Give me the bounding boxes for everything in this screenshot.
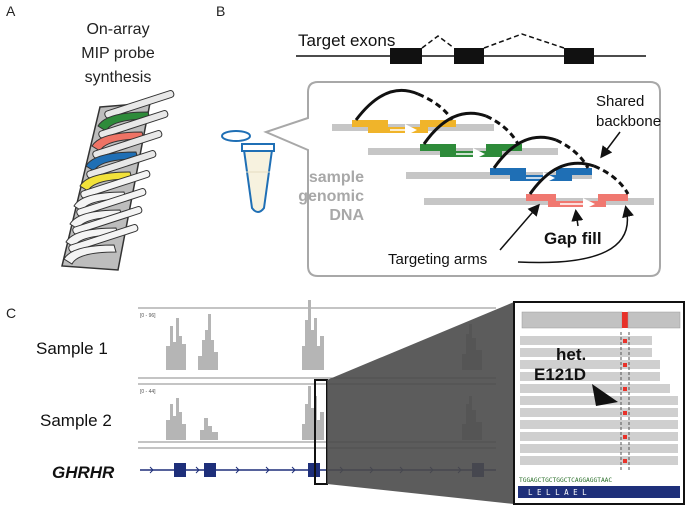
sample-tube-icon <box>221 130 275 213</box>
sample-dna-line-2: genomic <box>298 188 364 205</box>
gene-label: GHRHR <box>52 463 115 482</box>
mip-probe-green <box>420 111 522 160</box>
panel-b-letter: B <box>216 3 225 19</box>
panel-a-title-line-2: MIP probe <box>81 45 155 62</box>
targeting-arms-label: Targeting arms <box>388 251 487 268</box>
sample-dna-line-3: DNA <box>329 207 364 224</box>
intron-junction-1 <box>421 35 455 49</box>
variant-pointer-arrow <box>592 384 618 406</box>
panel-c-letter: C <box>6 305 16 321</box>
array-probes <box>63 90 175 265</box>
targeting-arm-arrow-left <box>499 203 540 251</box>
panel-a-title-line-3: synthesis <box>85 69 152 86</box>
gap-fill-label: Gap fill <box>544 229 602 248</box>
shared-backbone-line-1: Shared <box>596 93 644 110</box>
exon-1 <box>390 48 422 64</box>
sample-2-range: [0 - 44] <box>140 389 156 395</box>
sample-1-label: Sample 1 <box>36 339 108 358</box>
variant-label-line-1: het. <box>556 345 586 364</box>
variant-label-line-2: E121D <box>534 365 586 384</box>
sample-1-range: [0 - 96] <box>140 313 156 319</box>
exon-track <box>296 33 646 64</box>
target-exons-label: Target exons <box>298 31 395 50</box>
exon-2 <box>454 48 484 64</box>
gap-fill-arrow <box>571 209 584 227</box>
panel-a-letter: A <box>6 3 16 19</box>
gene-exon-2 <box>204 463 216 477</box>
targeting-arm-arrow-right <box>517 205 634 264</box>
reference-sequence: TGGAGCTGCTGGCTCAGGAGGTAAC <box>519 477 612 484</box>
exon-3 <box>564 48 594 64</box>
mip-probe-orange <box>352 88 456 136</box>
mip-probe-red <box>526 161 630 210</box>
shared-backbone-arrow <box>600 131 621 159</box>
intron-junction-2 <box>483 33 565 49</box>
panel-a-title-line-1: On-array <box>86 21 149 38</box>
sample-2-label: Sample 2 <box>40 411 112 430</box>
zoom-projection <box>327 302 514 504</box>
panel-a-title: On-array MIP probe synthesis <box>81 21 155 86</box>
variant-column <box>620 332 630 472</box>
gene-exon-1 <box>174 463 186 477</box>
shared-backbone-line-2: backbone <box>596 113 661 130</box>
amino-acid-track-bg <box>518 486 680 498</box>
amino-acid-track: L E L L A E L <box>528 488 587 497</box>
mip-probe-blue <box>490 135 592 184</box>
sample-dna-line-1: sample <box>309 169 364 186</box>
probe-white <box>63 170 151 265</box>
detail-coverage-bar <box>521 311 681 329</box>
